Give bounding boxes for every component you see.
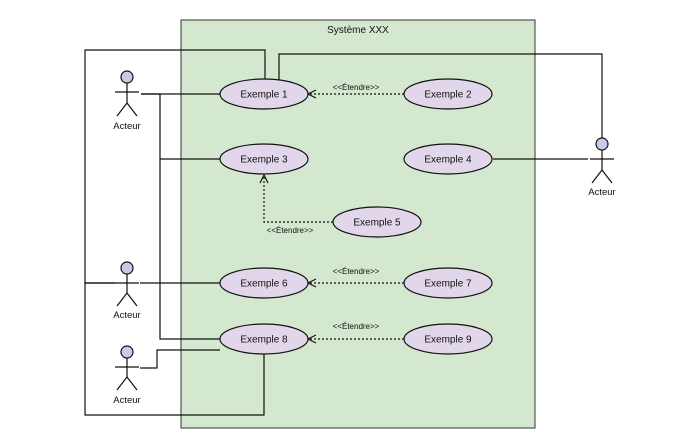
actor-a1[interactable] [115,70,139,117]
association-line[interactable] [159,159,220,340]
actor-head [120,70,134,84]
association-line[interactable] [84,282,265,416]
actor-a4[interactable] [115,345,139,391]
actor-a2[interactable] [590,137,614,184]
use-case-uc6[interactable]: Exemple 6 [219,267,309,299]
use-case-uc4[interactable]: Exemple 4 [403,143,493,175]
actor-label-a1: Acteur [113,121,140,132]
use-case-uc5[interactable]: Exemple 5 [332,206,422,238]
use-case-uc8[interactable]: Exemple 8 [219,323,309,355]
actor-head [120,345,134,359]
use-case-label: Exemple 9 [424,335,472,346]
actor-label-a4: Acteur [113,395,140,406]
extend-label-e4: <<Étendre>> [333,322,380,331]
system-title: Système XXX [327,25,389,36]
actor-a3[interactable] [115,261,139,307]
association-line[interactable] [278,53,603,138]
use-case-label: Exemple 5 [353,218,401,229]
association-line[interactable] [140,349,220,369]
extend-label-e1: <<Étendre>> [333,83,380,92]
use-case-label: Exemple 8 [240,335,288,346]
actor-label-a2: Acteur [588,187,615,198]
use-case-label: Exemple 7 [424,279,472,290]
actor-head [595,137,609,151]
actor-label-a3: Acteur [113,310,140,321]
use-case-uc3[interactable]: Exemple 3 [219,143,309,175]
use-case-uc9[interactable]: Exemple 9 [403,323,493,355]
extend-label-e2: <<Étendre>> [267,226,314,235]
actor-head [120,261,134,275]
use-case-label: Exemple 3 [240,155,288,166]
extend-label-e3: <<Étendre>> [333,267,380,276]
use-case-uc2[interactable]: Exemple 2 [403,78,493,110]
use-case-label: Exemple 4 [424,155,472,166]
use-case-label: Exemple 1 [240,90,288,101]
association-line[interactable] [141,93,220,160]
use-case-label: Exemple 6 [240,279,288,290]
use-case-uc7[interactable]: Exemple 7 [403,267,493,299]
associations [84,49,603,416]
extend-line-e2[interactable] [264,175,333,223]
use-case-label: Exemple 2 [424,90,472,101]
extend-relations [264,94,404,339]
use-case-uc1[interactable]: Exemple 1 [219,78,309,110]
